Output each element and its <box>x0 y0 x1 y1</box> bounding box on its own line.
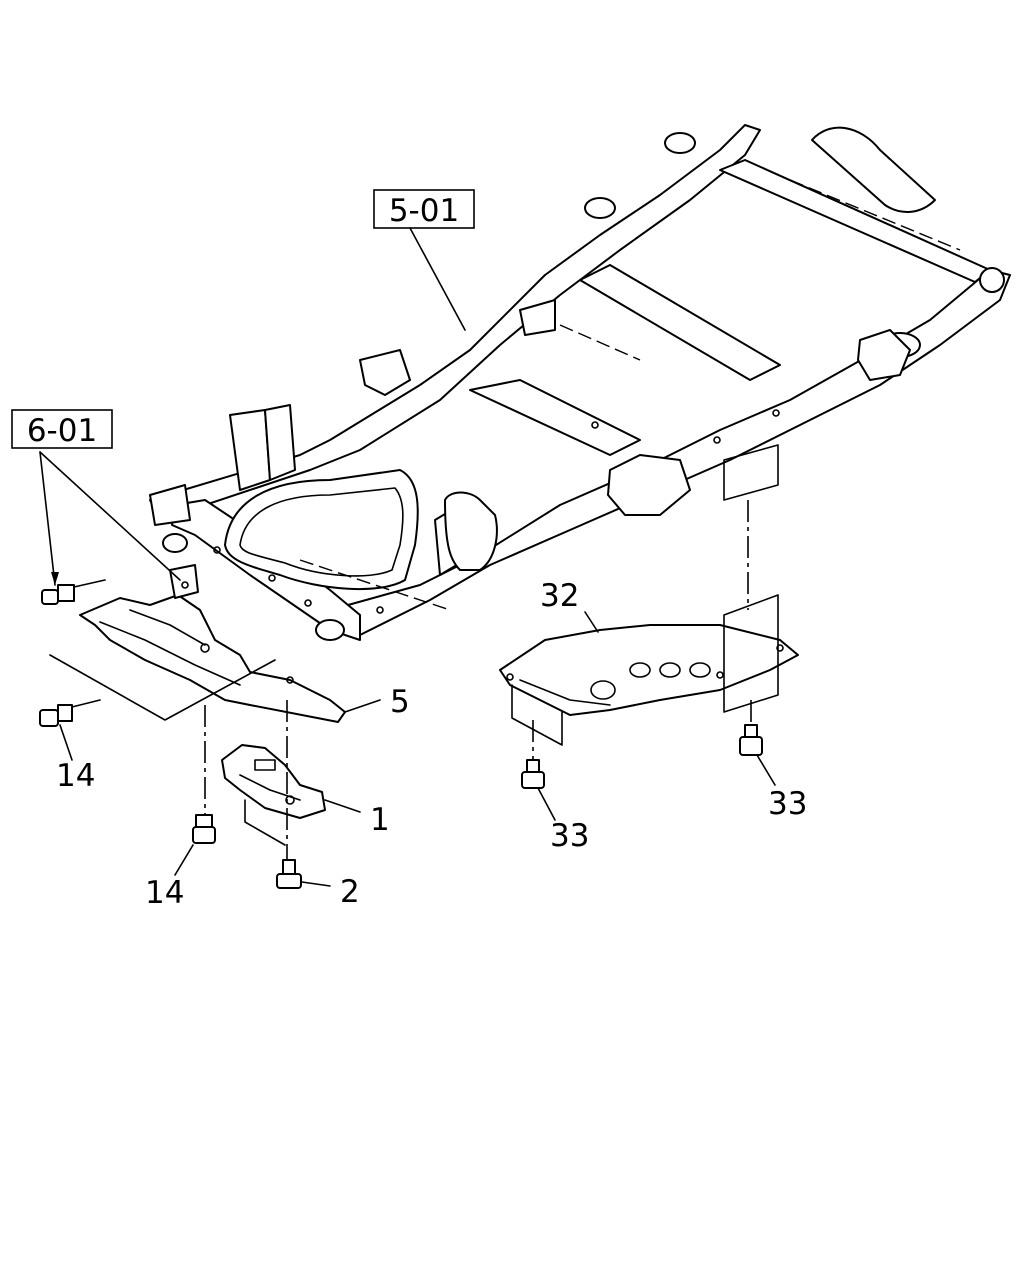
callout-14-center[interactable]: 14 <box>145 875 184 911</box>
arrow-6-01 <box>51 572 59 585</box>
plane-32-lower <box>723 594 779 713</box>
callout-1[interactable]: 1 <box>370 802 390 838</box>
plane-32-upper <box>723 444 779 501</box>
plane-part-5 <box>49 654 276 721</box>
bolt-2 <box>276 859 331 889</box>
bolt-14-center <box>174 814 216 876</box>
callout-2[interactable]: 2 <box>340 874 360 910</box>
callout-32[interactable]: 32 <box>540 578 579 614</box>
bolt-6-01 <box>41 579 106 605</box>
callout-14-left[interactable]: 14 <box>56 758 95 794</box>
ref-box-5-01-label: 5-01 <box>389 193 459 229</box>
leader-5 <box>344 699 381 713</box>
part-1-bracket <box>221 744 326 846</box>
bolt-14-left <box>39 699 101 761</box>
bolt-33-right <box>739 724 776 786</box>
callout-33-right[interactable]: 33 <box>768 786 807 822</box>
callout-5[interactable]: 5 <box>390 684 410 720</box>
chassis-frame <box>149 124 1011 641</box>
callout-33-left[interactable]: 33 <box>550 818 589 854</box>
part-5-front-underbody-cover <box>79 564 346 723</box>
bolt-33-left <box>521 759 556 821</box>
ref-box-5-01[interactable]: 5-01 <box>373 189 475 229</box>
leader-32 <box>584 611 599 633</box>
leader-6-01-b <box>39 451 181 581</box>
leader-1 <box>324 799 361 813</box>
leader-6-01-a <box>39 451 56 586</box>
ref-box-6-01[interactable]: 6-01 <box>11 409 113 449</box>
ref-box-6-01-label: 6-01 <box>27 413 97 449</box>
leader-5-01 <box>409 227 466 331</box>
